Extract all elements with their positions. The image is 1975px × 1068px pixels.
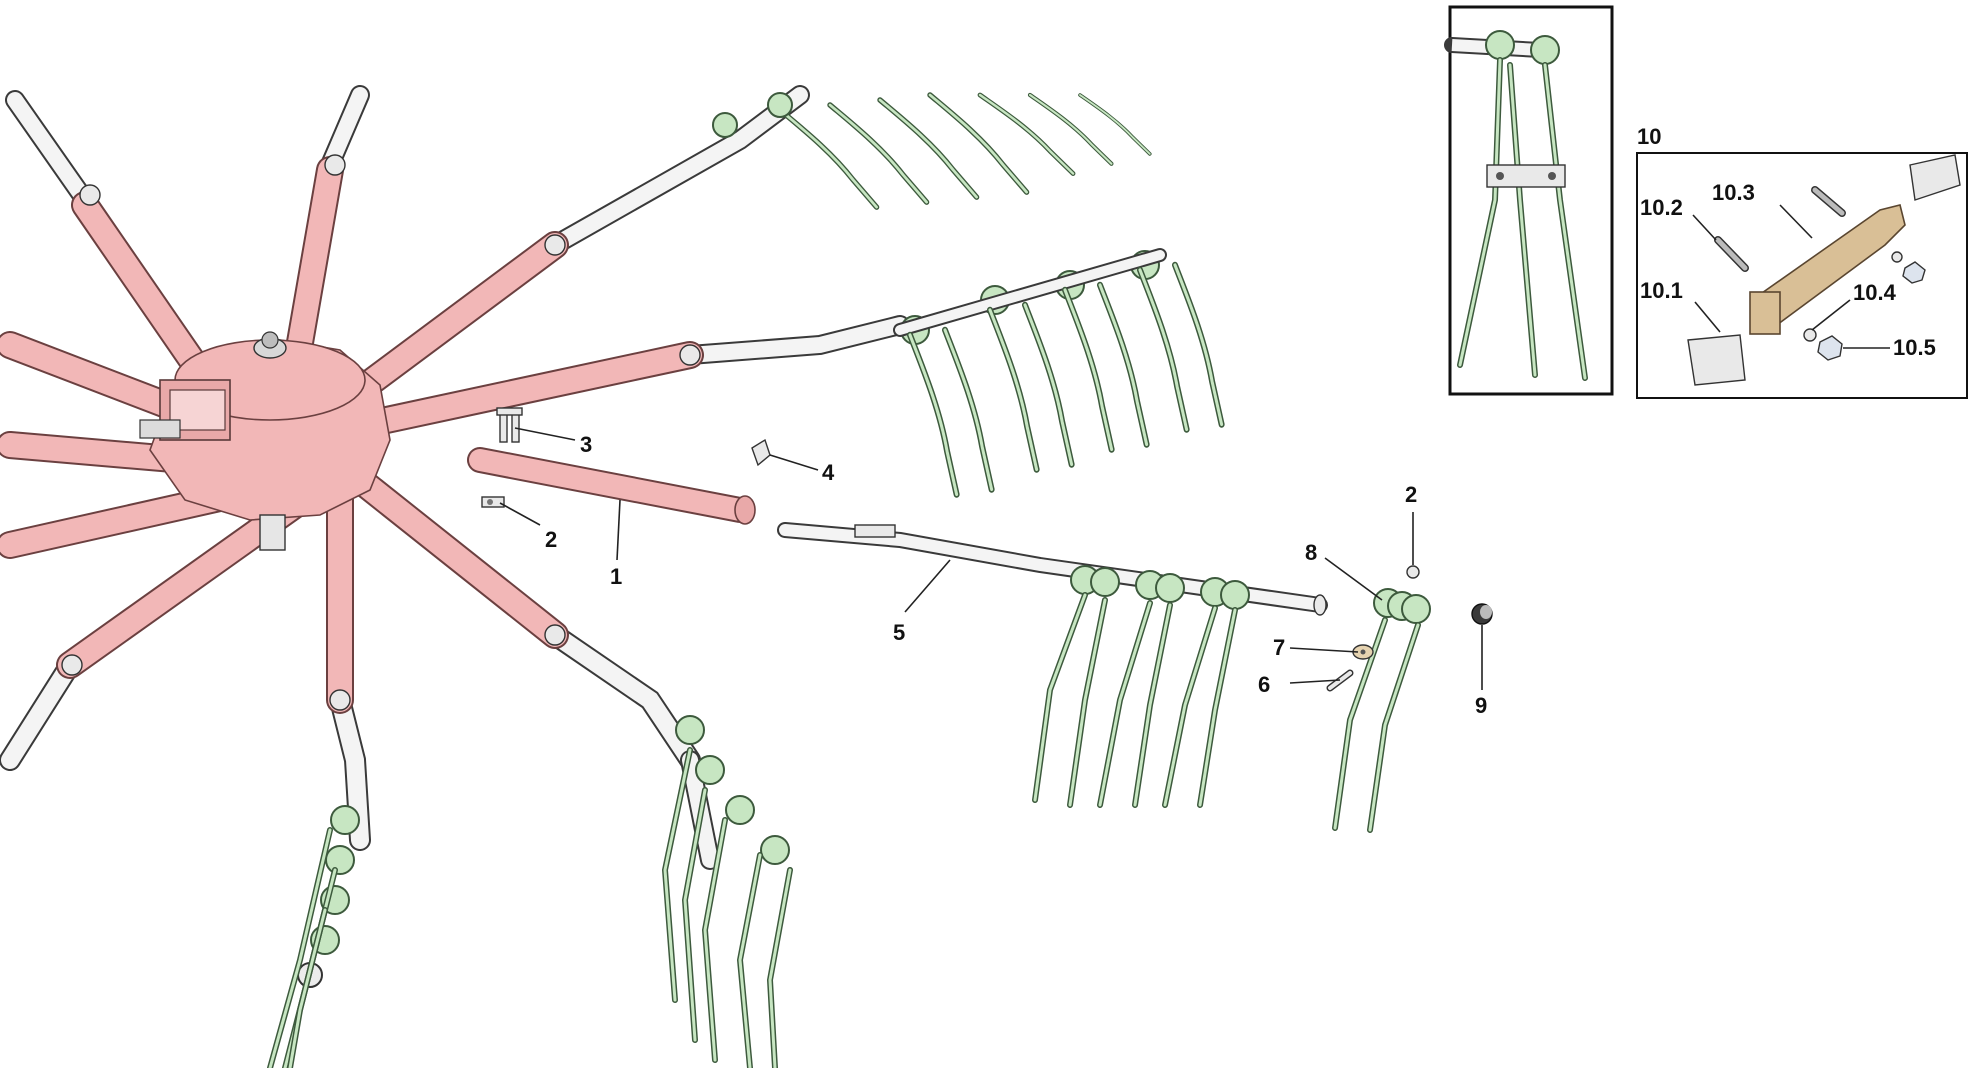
part-8-tine-pair xyxy=(1332,588,1431,833)
label-10-3: 10.3 xyxy=(1712,180,1755,205)
part-10-4-washer xyxy=(1803,328,1817,342)
callout-5: 5 xyxy=(893,620,905,645)
callout-2-right: 2 xyxy=(1405,482,1417,507)
part-10-1-clip xyxy=(1687,334,1746,386)
callout-9: 9 xyxy=(1475,693,1487,718)
detail-box-10: 10 10.1 10.2 10.3 10.4 10.5 xyxy=(1636,124,1968,399)
part-1-arm-tube xyxy=(467,447,756,525)
part-5-tine-arm xyxy=(777,522,1328,808)
tine-group-top xyxy=(712,82,1152,221)
arm-clamps xyxy=(61,154,701,711)
part-10-5-nut xyxy=(1817,335,1843,361)
rotor-hub-assembly xyxy=(0,85,910,851)
part-2-nut-right xyxy=(1406,565,1420,579)
tine-group-lower-left xyxy=(267,805,360,1068)
part-7-washer xyxy=(1352,644,1374,660)
part-9-end-cap xyxy=(1471,603,1493,625)
label-10-5: 10.5 xyxy=(1893,335,1936,360)
part-3-bolts xyxy=(496,407,523,443)
label-10-2: 10.2 xyxy=(1640,195,1683,220)
callout-3: 3 xyxy=(580,432,592,457)
part-4-pin xyxy=(751,438,771,467)
label-10-1: 10.1 xyxy=(1640,278,1683,303)
callout-8: 8 xyxy=(1305,540,1317,565)
callout-2-left: 2 xyxy=(545,527,557,552)
tine-group-lower-center xyxy=(662,715,793,1068)
tine-group-upper-right xyxy=(893,248,1222,498)
outer-arm-tubes xyxy=(0,85,910,851)
label-10-4: 10.4 xyxy=(1853,280,1897,305)
hub-body xyxy=(139,331,391,551)
callout-7: 7 xyxy=(1273,635,1285,660)
callout-4: 4 xyxy=(822,460,835,485)
callout-1: 1 xyxy=(610,564,622,589)
inset-tine-detail xyxy=(1444,5,1614,396)
detail-box-title: 10 xyxy=(1637,124,1661,149)
callout-6: 6 xyxy=(1258,672,1270,697)
part-2-clip-left xyxy=(481,496,505,508)
leader-lines xyxy=(499,427,1483,690)
callout-labels: 1 2 3 4 5 6 7 8 2 9 xyxy=(545,432,1487,718)
